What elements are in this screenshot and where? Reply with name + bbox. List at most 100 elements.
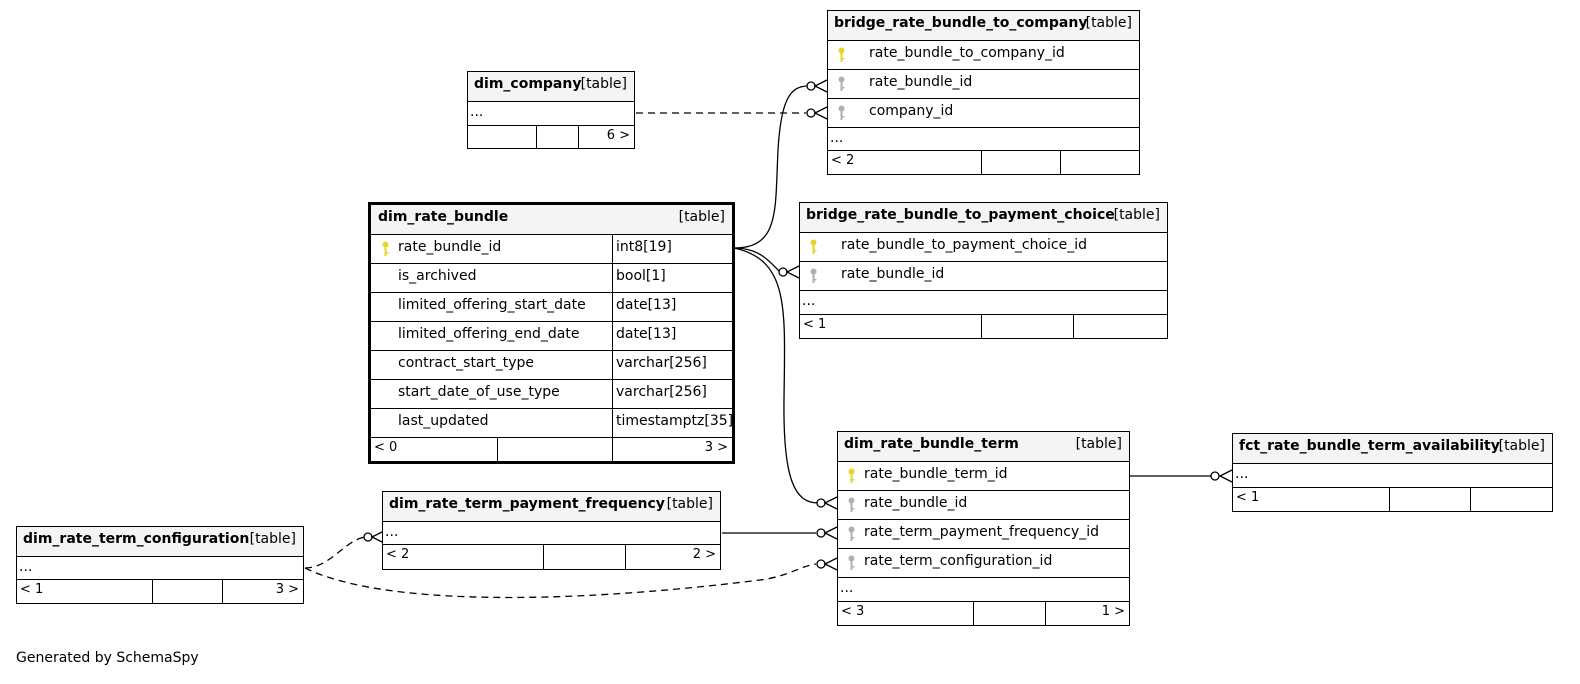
- crowfoot: [823, 526, 838, 540]
- column-row: company_id: [828, 98, 1139, 127]
- table-type: [table]: [666, 496, 713, 512]
- children-count: 3 >: [704, 440, 728, 455]
- parents-count: < 2: [386, 547, 410, 562]
- column-name: rate_bundle_to_company_id: [869, 45, 1065, 61]
- table-bridge-rate-bundle-to-payment-choice[interactable]: bridge_rate_bundle_to_payment_choice [ta…: [799, 202, 1168, 339]
- column-row: start_date_of_use_type varchar[256]: [371, 379, 732, 408]
- rel-line-config-to-payfreq: [304, 536, 366, 569]
- table-type: [table]: [1075, 436, 1122, 452]
- table-footer: < 2: [828, 150, 1139, 174]
- children-count: 1 >: [1101, 604, 1125, 619]
- more-columns-row: ...: [838, 577, 1129, 601]
- column-row: rate_bundle_to_payment_choice_id: [800, 232, 1167, 261]
- crowfoot: [823, 496, 838, 510]
- rel-line-config-to-term: [304, 563, 817, 599]
- primary-key-icon: [810, 239, 817, 254]
- children-count: 6 >: [606, 128, 630, 143]
- foreign-key-icon: [838, 76, 845, 91]
- parents-count: < 1: [1236, 490, 1260, 505]
- table-type: [table]: [1085, 15, 1132, 31]
- table-header: dim_rate_term_payment_frequency [table]: [383, 492, 720, 521]
- column-name: rate_term_payment_frequency_id: [864, 524, 1100, 540]
- ellipsis: ...: [19, 559, 33, 575]
- more-columns-row: ...: [828, 127, 1139, 150]
- column-datatype: timestamptz[35]: [616, 413, 734, 429]
- column-name: start_date_of_use_type: [398, 384, 560, 400]
- more-columns-row: ...: [800, 290, 1167, 314]
- crowfoot: [823, 557, 838, 571]
- parents-count: < 1: [20, 582, 44, 597]
- children-count: 2 >: [692, 547, 716, 562]
- column-name: rate_bundle_term_id: [864, 466, 1008, 482]
- parents-count: < 3: [841, 604, 865, 619]
- table-type: [table]: [1498, 438, 1545, 454]
- column-row: contract_start_type varchar[256]: [371, 350, 732, 379]
- table-type: [table]: [678, 209, 725, 225]
- table-name: bridge_rate_bundle_to_company: [834, 15, 1088, 31]
- table-dim-rate-bundle[interactable]: dim_rate_bundle [table] rate_bundle_id i…: [368, 202, 735, 464]
- crowfoot: [1218, 469, 1233, 483]
- parents-count: < 1: [803, 317, 827, 332]
- rel-line-bundle-to-term: [733, 247, 819, 504]
- ellipsis: ...: [830, 130, 844, 146]
- crowfoot: [370, 530, 385, 544]
- ellipsis: ...: [840, 580, 854, 596]
- generated-by-label: Generated by SchemaSpy: [16, 650, 199, 666]
- table-type: [table]: [249, 531, 296, 547]
- table-bridge-rate-bundle-to-company[interactable]: bridge_rate_bundle_to_company [table] ra…: [827, 10, 1140, 175]
- table-footer: < 1 3 >: [17, 579, 303, 603]
- table-type: [table]: [580, 76, 627, 92]
- foreign-key-icon: [848, 555, 855, 570]
- ellipsis: ...: [1235, 466, 1249, 482]
- table-name: dim_rate_bundle_term: [844, 436, 1019, 452]
- table-name: dim_company: [474, 76, 582, 92]
- column-row: rate_term_configuration_id: [838, 548, 1129, 577]
- column-row: rate_bundle_id: [800, 261, 1167, 290]
- column-name: limited_offering_start_date: [398, 297, 586, 313]
- rel-line-bundle-to-company: [733, 85, 809, 249]
- primary-key-icon: [838, 47, 845, 62]
- column-name: rate_bundle_id: [398, 239, 502, 255]
- more-columns-row: ...: [1233, 463, 1552, 487]
- foreign-key-icon: [848, 497, 855, 512]
- column-datatype: date[13]: [616, 326, 677, 342]
- ellipsis: ...: [470, 104, 484, 120]
- table-fct-rate-bundle-term-availability[interactable]: fct_rate_bundle_term_availability [table…: [1232, 433, 1553, 512]
- table-header: dim_company [table]: [468, 72, 634, 101]
- table-dim-rate-bundle-term[interactable]: dim_rate_bundle_term [table] rate_bundle…: [837, 431, 1130, 626]
- column-row: rate_bundle_to_company_id: [828, 40, 1139, 69]
- column-name: last_updated: [398, 413, 489, 429]
- table-footer: < 3 1 >: [838, 601, 1129, 625]
- primary-key-icon: [848, 468, 855, 483]
- column-row: rate_bundle_term_id: [838, 461, 1129, 490]
- table-header: dim_rate_bundle_term [table]: [838, 432, 1129, 461]
- table-dim-rate-term-payment-frequency[interactable]: dim_rate_term_payment_frequency [table] …: [382, 491, 721, 570]
- column-row: rate_bundle_id int8[19]: [371, 234, 732, 263]
- crowfoot: [813, 79, 828, 93]
- table-name: bridge_rate_bundle_to_payment_choice: [806, 207, 1115, 223]
- column-name: limited_offering_end_date: [398, 326, 580, 342]
- column-name: rate_bundle_id: [869, 74, 973, 90]
- table-footer: < 1: [1233, 487, 1552, 511]
- column-row: limited_offering_start_date date[13]: [371, 292, 732, 321]
- table-name: dim_rate_bundle: [378, 209, 509, 225]
- column-name: contract_start_type: [398, 355, 535, 371]
- more-columns-row: ...: [468, 101, 634, 125]
- table-footer: < 1: [800, 314, 1167, 338]
- table-header: fct_rate_bundle_term_availability [table…: [1233, 434, 1552, 463]
- table-type: [table]: [1113, 207, 1160, 223]
- crowfoot: [785, 265, 800, 279]
- table-dim-company[interactable]: dim_company [table] ... 6 >: [467, 71, 635, 149]
- foreign-key-icon: [848, 526, 855, 541]
- crowfoot: [813, 106, 828, 120]
- column-row: rate_term_payment_frequency_id: [838, 519, 1129, 548]
- ellipsis: ...: [802, 293, 816, 309]
- table-header: dim_rate_term_configuration [table]: [17, 527, 303, 556]
- column-name: is_archived: [398, 268, 477, 284]
- more-columns-row: ...: [383, 521, 720, 544]
- ellipsis: ...: [385, 524, 399, 540]
- column-name: rate_bundle_id: [864, 495, 968, 511]
- table-footer: 6 >: [468, 125, 634, 148]
- table-dim-rate-term-configuration[interactable]: dim_rate_term_configuration [table] ... …: [16, 526, 304, 604]
